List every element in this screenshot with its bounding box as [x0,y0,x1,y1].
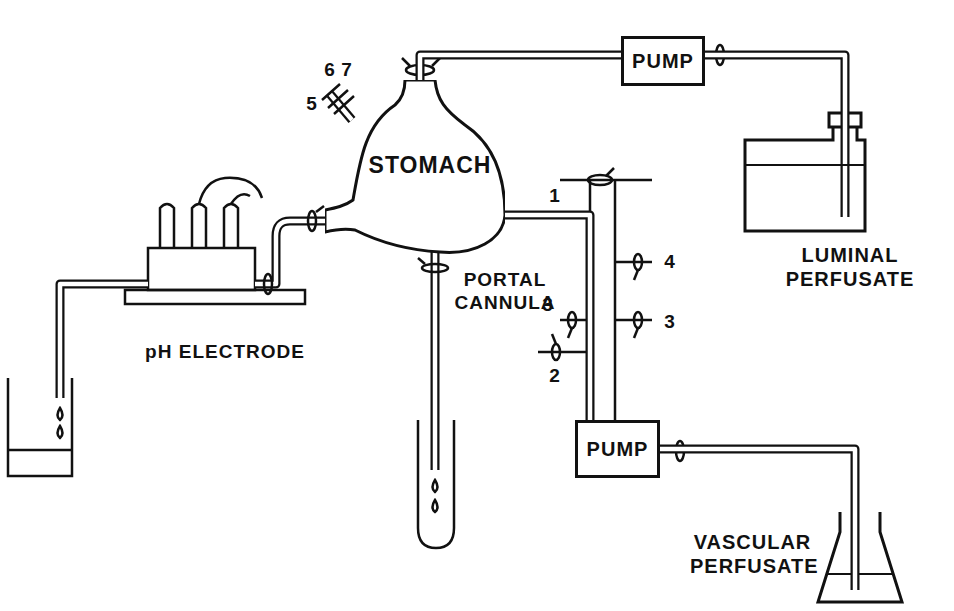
node-label: VASCULAR PERFUSATE [690,530,815,578]
node-label: PUMP [587,437,649,461]
callout-number: 7 [341,59,353,82]
callout-number: 4 [664,251,676,274]
organ-outline: STOMACH [325,80,505,255]
tube-outline [420,55,621,80]
electrodes [160,204,238,248]
tube-connector [420,55,621,80]
tube-connector [660,449,855,490]
pump-box: PUMP [575,420,660,478]
drops [58,408,438,512]
perfusate-bottle: LUMINAL PERFUSATE [725,95,930,300]
tube-outline [505,215,590,420]
tube-lumen [705,55,845,95]
tube-outline [705,55,845,95]
liquid-level [8,449,72,452]
pump-box: PUMP [621,36,705,86]
callout-number: 6 [324,59,336,82]
electrode-base [125,290,305,304]
node-label: PUMP [632,49,694,73]
tube-lumen [505,215,590,420]
part-label: pH ELECTRODE [145,341,305,364]
tube-connector [705,55,845,95]
tube-lumen [660,449,855,490]
perfusate-flask: VASCULAR PERFUSATE [690,490,910,608]
tube-connector [505,215,590,420]
tube-outline [660,449,855,490]
electrode-chamber [148,248,255,290]
callout-number: 2 [549,365,561,388]
node-label: STOMACH [365,152,495,180]
ligatures [264,45,724,461]
node-label: LUMINAL PERFUSATE [770,243,930,291]
callout-number: 3 [664,311,676,334]
callout-number: 1 [549,185,561,208]
tube-lumen [420,55,621,80]
part-label: PORTAL CANNULA [445,269,565,315]
callout-number: 5 [306,93,318,116]
electrode-wire [199,178,262,204]
